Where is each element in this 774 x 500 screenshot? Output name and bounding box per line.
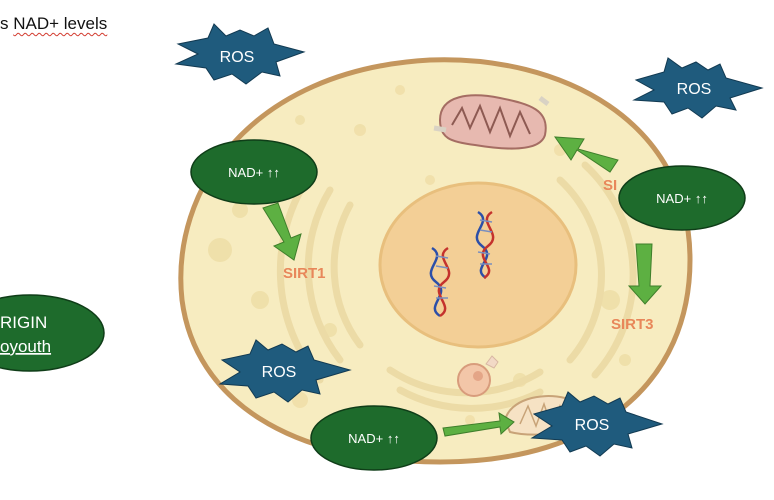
sirt1-label: SIRT1 xyxy=(283,265,326,282)
arrow-to-mitochondrion xyxy=(553,136,619,173)
nad-bubble-right: NAD+ ↑↑ xyxy=(618,165,746,231)
arrow-nad-to-sirt3 xyxy=(627,243,663,305)
nad-bubble-bottom: NAD+ ↑↑ xyxy=(310,405,438,471)
endoplasmic-reticulum xyxy=(276,161,637,412)
ros-label-top-right: ROS xyxy=(677,81,712,98)
ros-star-top-left: ROS xyxy=(174,23,306,85)
origin-youth-bubble: RIGIN oyouth xyxy=(0,294,105,372)
origin-bubble-line1: RIGIN xyxy=(0,313,47,332)
title-main: NAD+ levels xyxy=(13,14,108,33)
ros-label-bottom-right: ROS xyxy=(575,417,610,434)
ros-star-middle: ROS xyxy=(218,339,352,403)
ros-star-top-right: ROS xyxy=(632,57,764,119)
nad-bubble-left: NAD+ ↑↑ xyxy=(190,139,318,205)
dna-helix-2 xyxy=(475,210,495,280)
title-prefix: s xyxy=(0,14,9,33)
ros-star-bottom-right: ROS xyxy=(530,391,664,457)
mitochondrion-top xyxy=(433,94,550,150)
ros-label-top-left: ROS xyxy=(220,49,255,66)
nad-bubble-right-label: NAD+ ↑↑ xyxy=(656,191,708,206)
arrow-nad-to-sirt1 xyxy=(262,202,302,261)
sirt-partial-label: SI xyxy=(603,177,617,194)
dna-helix-1 xyxy=(429,246,451,318)
vesicle xyxy=(457,355,499,397)
nad-bubble-left-label: NAD+ ↑↑ xyxy=(228,165,280,180)
nucleus xyxy=(378,181,578,349)
sirt3-label: SIRT3 xyxy=(611,316,654,333)
page-title: s NAD+ levels xyxy=(0,14,107,34)
ros-label-middle: ROS xyxy=(262,364,297,381)
origin-bubble-line2: oyouth xyxy=(0,337,51,356)
nad-bubble-bottom-label: NAD+ ↑↑ xyxy=(348,431,400,446)
arrow-nad-to-mitochondrion-bottom xyxy=(442,412,515,437)
